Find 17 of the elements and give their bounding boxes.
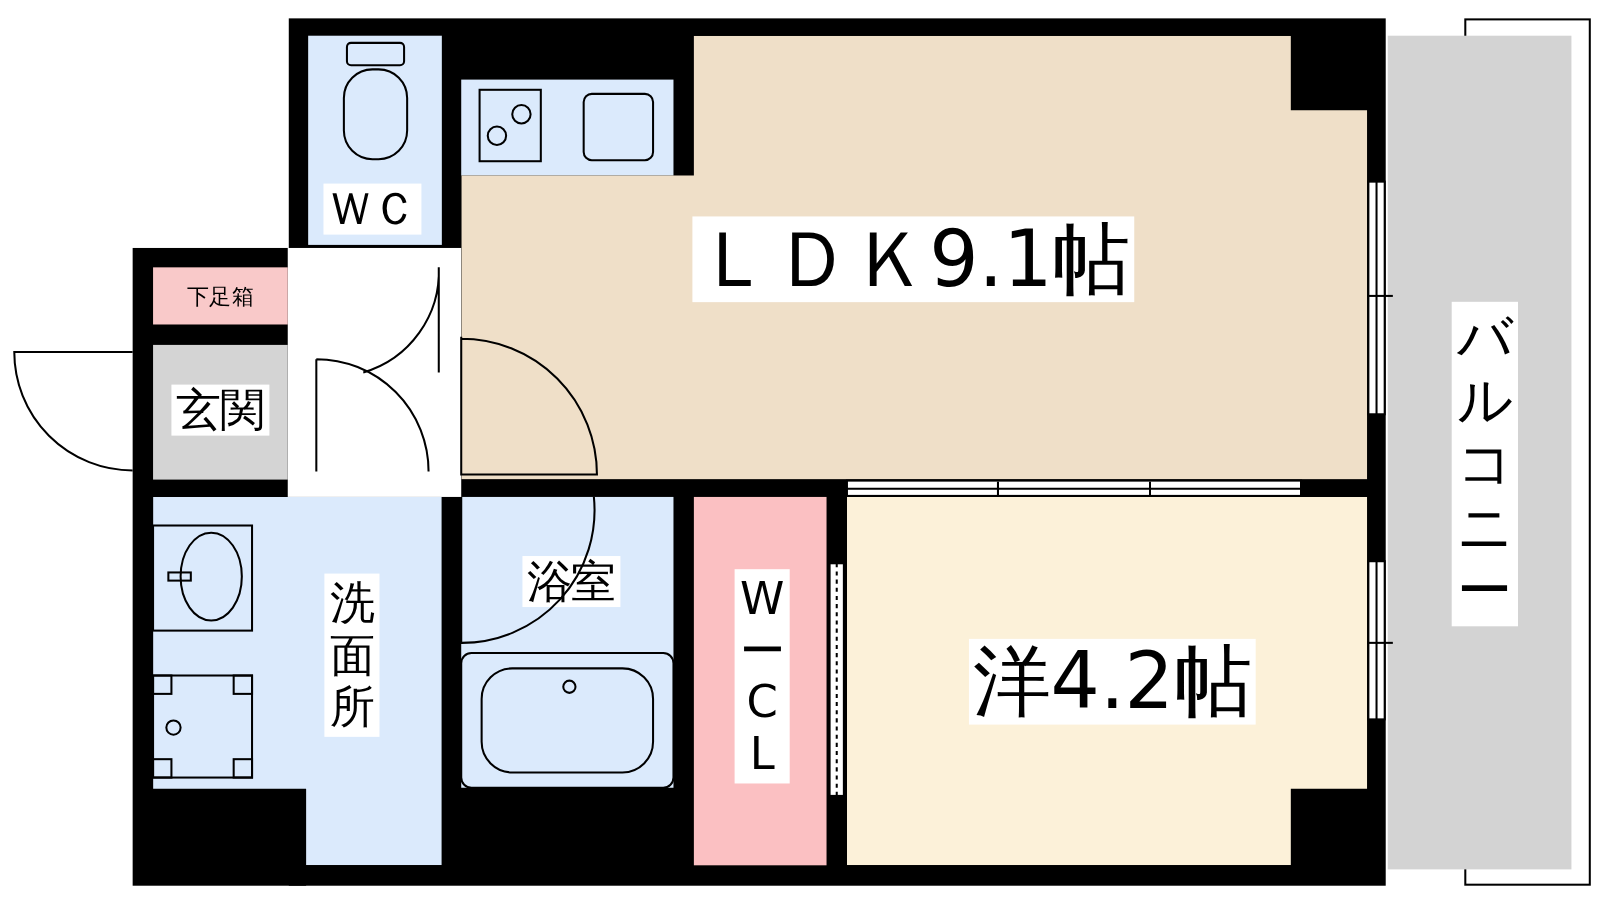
room-label: 洋4.2帖 xyxy=(968,638,1256,725)
room-label: WーCL xyxy=(734,569,790,784)
room-floor xyxy=(693,496,827,866)
room-floor xyxy=(461,496,674,788)
room-label: 浴室 xyxy=(522,556,621,608)
room-label: 玄関 xyxy=(171,384,270,436)
room-floor xyxy=(461,35,1368,480)
room-floor xyxy=(308,35,442,245)
room-label: ＷＣ xyxy=(323,183,422,235)
room-floor xyxy=(153,267,288,325)
room-floor xyxy=(153,344,288,480)
room-label: ＬＤＫ9.1帖 xyxy=(692,216,1135,302)
room-label: 下足箱 xyxy=(185,282,256,310)
room-label: 洗面所 xyxy=(324,573,380,737)
room-label: バルコニー xyxy=(1451,301,1518,627)
balcony-floor xyxy=(1387,35,1572,870)
room-floor xyxy=(846,496,1368,866)
